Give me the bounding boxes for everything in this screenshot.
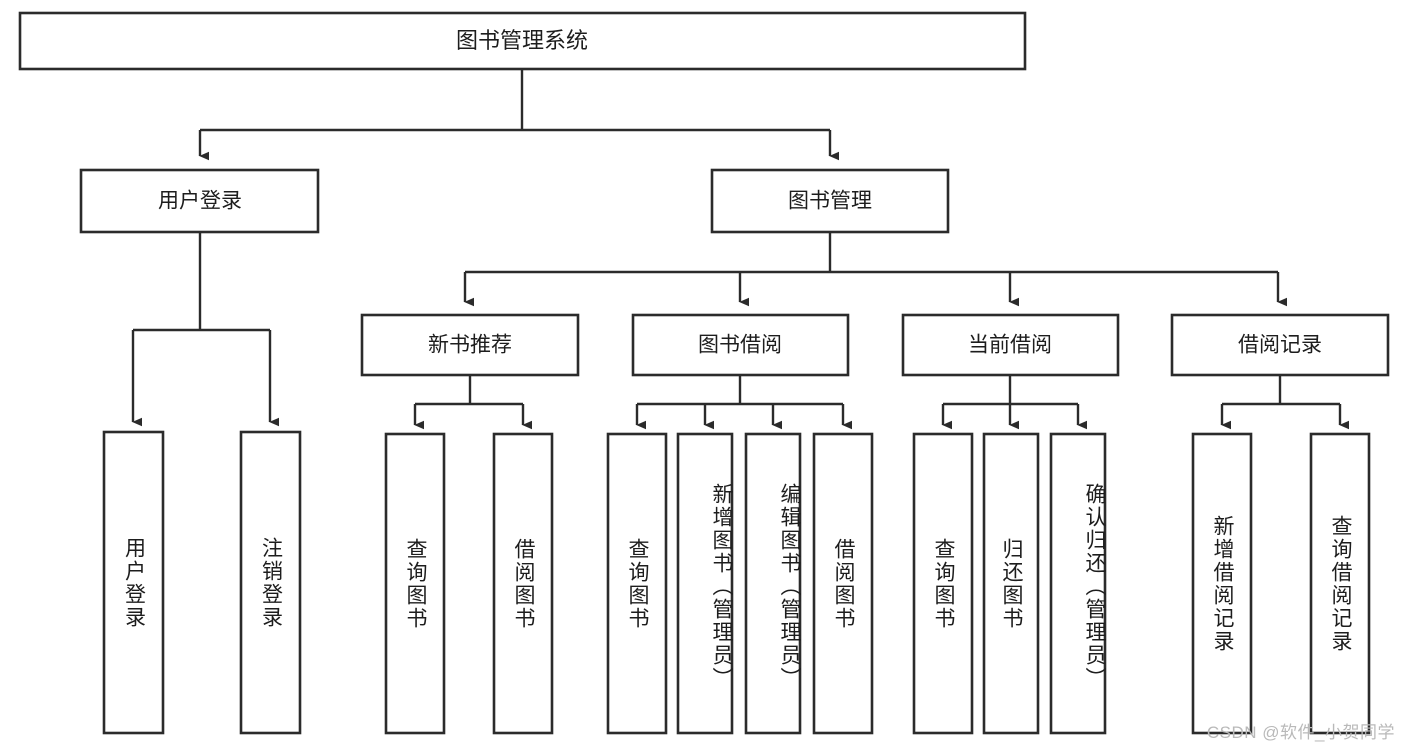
node-root-label: 图书管理系统 bbox=[456, 28, 588, 53]
node-borrow-record-label: 借阅记录 bbox=[1238, 334, 1322, 357]
leaf-box-current-borrow-1[interactable] bbox=[982, 432, 1040, 735]
node-current-borrow-label: 当前借阅 bbox=[968, 334, 1052, 357]
leaf-box-user-login-0[interactable] bbox=[102, 430, 165, 735]
connector-layer bbox=[131, 69, 1350, 430]
watermark-text: CSDN @软件_小贺同学 bbox=[1206, 723, 1395, 742]
leaf-box-book-borrow-1[interactable] bbox=[676, 432, 734, 735]
leaf-box-current-borrow-0[interactable] bbox=[912, 432, 974, 735]
node-user-login[interactable]: 用户登录 bbox=[79, 168, 320, 234]
node-book-borrow-label: 图书借阅 bbox=[698, 334, 782, 357]
node-book-manage-label: 图书管理 bbox=[788, 190, 872, 213]
node-root[interactable]: 图书管理系统 bbox=[18, 11, 1027, 71]
node-user-login-label: 用户登录 bbox=[158, 190, 242, 213]
leaf-box-book-borrow-2[interactable] bbox=[744, 432, 802, 735]
leaf-box-book-borrow-0[interactable] bbox=[606, 432, 668, 735]
node-root-box[interactable] bbox=[18, 11, 1027, 71]
node-book-borrow[interactable]: 图书借阅 bbox=[631, 313, 850, 377]
node-book-borrow-box[interactable] bbox=[631, 313, 850, 377]
leaf-box-new-book-0[interactable] bbox=[384, 432, 446, 735]
leaf-box-user-login-1[interactable] bbox=[239, 430, 302, 735]
leaf-box-borrow-record-0[interactable] bbox=[1191, 432, 1253, 735]
node-book-manage-box[interactable] bbox=[710, 168, 950, 234]
node-book-manage[interactable]: 图书管理 bbox=[710, 168, 950, 234]
leaf-box-new-book-1[interactable] bbox=[492, 432, 554, 735]
node-new-book-box[interactable] bbox=[360, 313, 580, 377]
node-current-borrow[interactable]: 当前借阅 bbox=[901, 313, 1120, 377]
node-user-login-box[interactable] bbox=[79, 168, 320, 234]
node-current-borrow-box[interactable] bbox=[901, 313, 1120, 377]
leaf-box-book-borrow-3[interactable] bbox=[812, 432, 874, 735]
leaf-box-current-borrow-2[interactable] bbox=[1049, 432, 1107, 735]
node-borrow-record-box[interactable] bbox=[1170, 313, 1390, 377]
node-new-book[interactable]: 新书推荐 bbox=[360, 313, 580, 377]
node-new-book-label: 新书推荐 bbox=[428, 334, 512, 357]
node-borrow-record[interactable]: 借阅记录 bbox=[1170, 313, 1390, 377]
leaf-box-borrow-record-1[interactable] bbox=[1309, 432, 1371, 735]
